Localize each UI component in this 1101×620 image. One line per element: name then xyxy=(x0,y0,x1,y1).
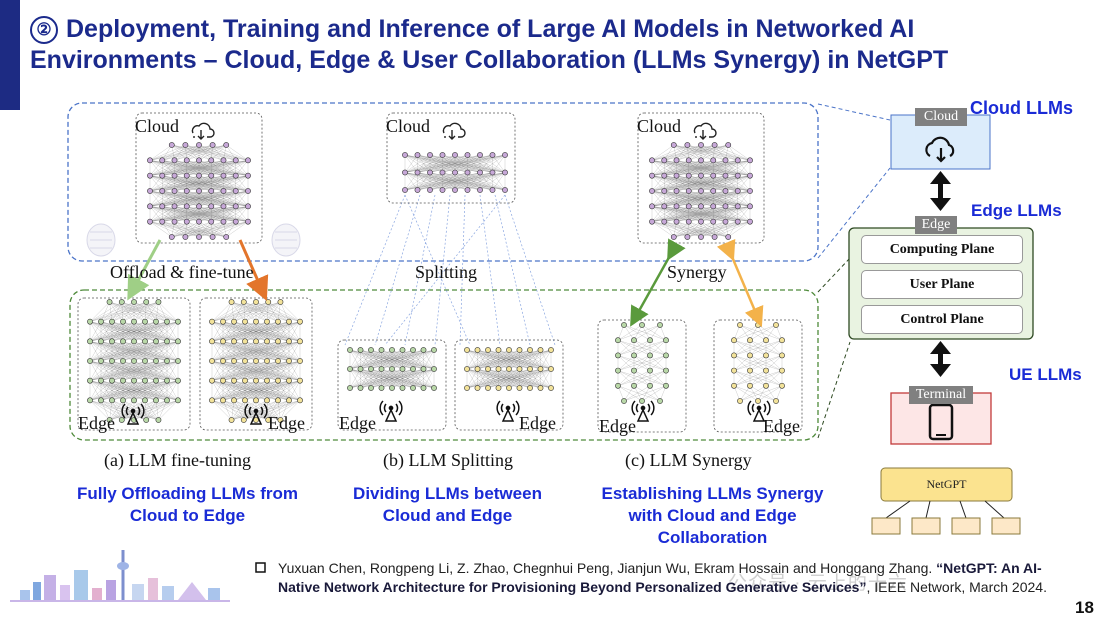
cloud-box-c xyxy=(637,112,765,244)
neural-network-edge-c2 xyxy=(731,322,785,404)
cloud-label-c: Cloud xyxy=(637,116,682,136)
neural-network-edge-a1 xyxy=(87,299,181,423)
edge-tag: Edge xyxy=(915,216,957,234)
synergy-arrow-green xyxy=(630,238,686,327)
neural-network-edge-c1 xyxy=(615,322,669,404)
cloud-download-icon xyxy=(442,122,466,140)
bidirectional-arrow-icon xyxy=(930,171,951,211)
title-line-2: Environments – Cloud, Edge & User Collab… xyxy=(30,46,949,74)
netgpt-tree-lines xyxy=(885,500,1005,519)
cloud-box-a xyxy=(135,112,263,244)
cloud-llms-label: Cloud LLMs xyxy=(970,98,1073,118)
caption-synergy: Establishing LLMs Synergy with Cloud and… xyxy=(601,484,824,547)
faded-network-thumbnail xyxy=(86,223,116,257)
synergy-label: Synergy xyxy=(667,262,727,282)
cloud-download-icon xyxy=(191,122,215,140)
edge-connector-bottom xyxy=(817,341,851,439)
subcaption-a: (a) LLM fine-tuning xyxy=(104,450,251,470)
netgpt-box-label: NetGPT xyxy=(926,477,967,491)
synergy-arrow-yellow xyxy=(716,238,764,328)
cloud-region xyxy=(67,102,819,262)
faded-network-thumbnail xyxy=(271,223,301,257)
accent-bar xyxy=(0,0,20,110)
title-line-1: Deployment, Training and Inference of La… xyxy=(66,15,915,43)
antenna-icon xyxy=(496,400,520,422)
edge-box-b2 xyxy=(454,339,564,431)
ue-llms-label: UE LLMs xyxy=(1009,365,1082,384)
control-plane: Control Plane xyxy=(861,305,1023,334)
cloud-download-icon xyxy=(693,122,717,140)
smartphone-icon xyxy=(928,403,954,441)
edge-label: Edge xyxy=(599,416,636,436)
cloud-tag: Cloud xyxy=(915,108,967,126)
subcaption-c: (c) LLM Synergy xyxy=(625,450,752,470)
netgpt-leaf-node xyxy=(871,517,901,535)
offload-arrow-green xyxy=(127,239,162,301)
neural-network-cloud-b xyxy=(402,152,508,193)
netgpt-leaf-node xyxy=(951,517,981,535)
netgpt-leaf-node xyxy=(911,517,941,535)
computing-plane: Computing Plane xyxy=(861,235,1023,264)
title-number-badge: ② xyxy=(30,16,58,44)
cloud-box-b xyxy=(386,112,516,204)
cloud-llm-icon xyxy=(925,136,955,163)
edge-region xyxy=(69,289,819,441)
caption-dividing: Dividing LLMs between Cloud and Edge xyxy=(353,484,542,525)
caption-fully-offloading: Fully Offloading LLMs from Cloud to Edge xyxy=(77,484,298,525)
antenna-icon xyxy=(244,403,268,425)
neural-network-edge-b2 xyxy=(464,347,554,391)
city-skyline-decoration xyxy=(10,550,230,602)
reference-venue: , IEEE Network, March 2024. xyxy=(866,579,1047,595)
edge-connector-top xyxy=(817,257,851,293)
cloud-connector-bottom xyxy=(817,167,891,259)
cloud-connector-top xyxy=(817,103,891,121)
slide-title: ② Deployment, Training and Inference of L… xyxy=(30,14,1095,76)
reference-title: “NetGPT: An AI-Native Network Architectu… xyxy=(278,560,1042,595)
edge-box-b1 xyxy=(337,339,447,431)
watermark: 公众号 · 云上的十六 xyxy=(728,573,908,594)
antenna-icon xyxy=(379,400,403,422)
neural-network-cloud-c xyxy=(649,142,753,240)
offload-label: Offload & fine-tune xyxy=(110,262,254,282)
neural-network-cloud-a xyxy=(147,142,251,240)
netgpt-box xyxy=(880,467,1013,502)
antenna-icon xyxy=(631,400,655,422)
offload-arrow-orange xyxy=(238,239,269,301)
splitting-lines xyxy=(344,194,556,346)
page-number: 18 xyxy=(1075,598,1094,617)
user-plane: User Plane xyxy=(861,270,1023,299)
antenna-icon xyxy=(121,403,145,425)
subcaption-b: (b) LLM Splitting xyxy=(383,450,513,470)
bidirectional-arrow-icon xyxy=(930,341,951,377)
antenna-icon xyxy=(747,400,771,422)
neural-network-edge-b1 xyxy=(347,347,437,391)
edge-label: Edge xyxy=(339,413,376,433)
edge-label: Edge xyxy=(268,413,305,433)
netgpt-leaf-node xyxy=(991,517,1021,535)
cloud-label-a: Cloud xyxy=(135,116,180,136)
terminal-tag: Terminal xyxy=(909,386,973,404)
edge-label: Edge xyxy=(78,413,115,433)
edge-llms-label: Edge LLMs xyxy=(971,201,1062,220)
cloud-label-b: Cloud xyxy=(386,116,431,136)
reference-bullet xyxy=(255,562,266,573)
reference-text: Yuxuan Chen, Rongpeng Li, Z. Zhao, Chegn… xyxy=(278,559,1058,597)
neural-network-edge-a2 xyxy=(209,299,303,423)
edge-label: Edge xyxy=(763,416,800,436)
reference-authors: Yuxuan Chen, Rongpeng Li, Z. Zhao, Chegn… xyxy=(278,560,933,576)
splitting-label: Splitting xyxy=(415,262,478,282)
edge-label: Edge xyxy=(519,413,556,433)
